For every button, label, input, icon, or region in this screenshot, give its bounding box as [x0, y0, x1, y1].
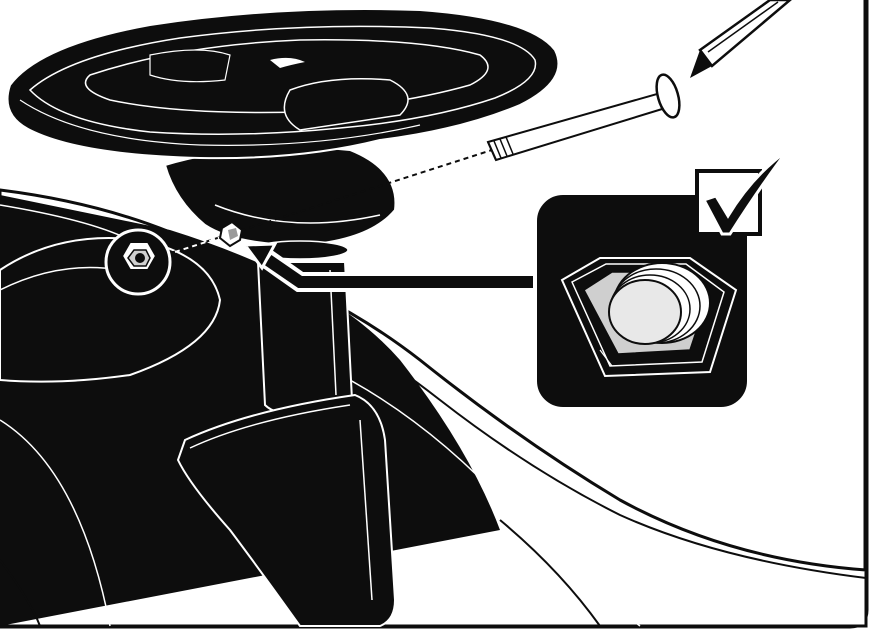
hex-nut-icon — [106, 230, 170, 294]
